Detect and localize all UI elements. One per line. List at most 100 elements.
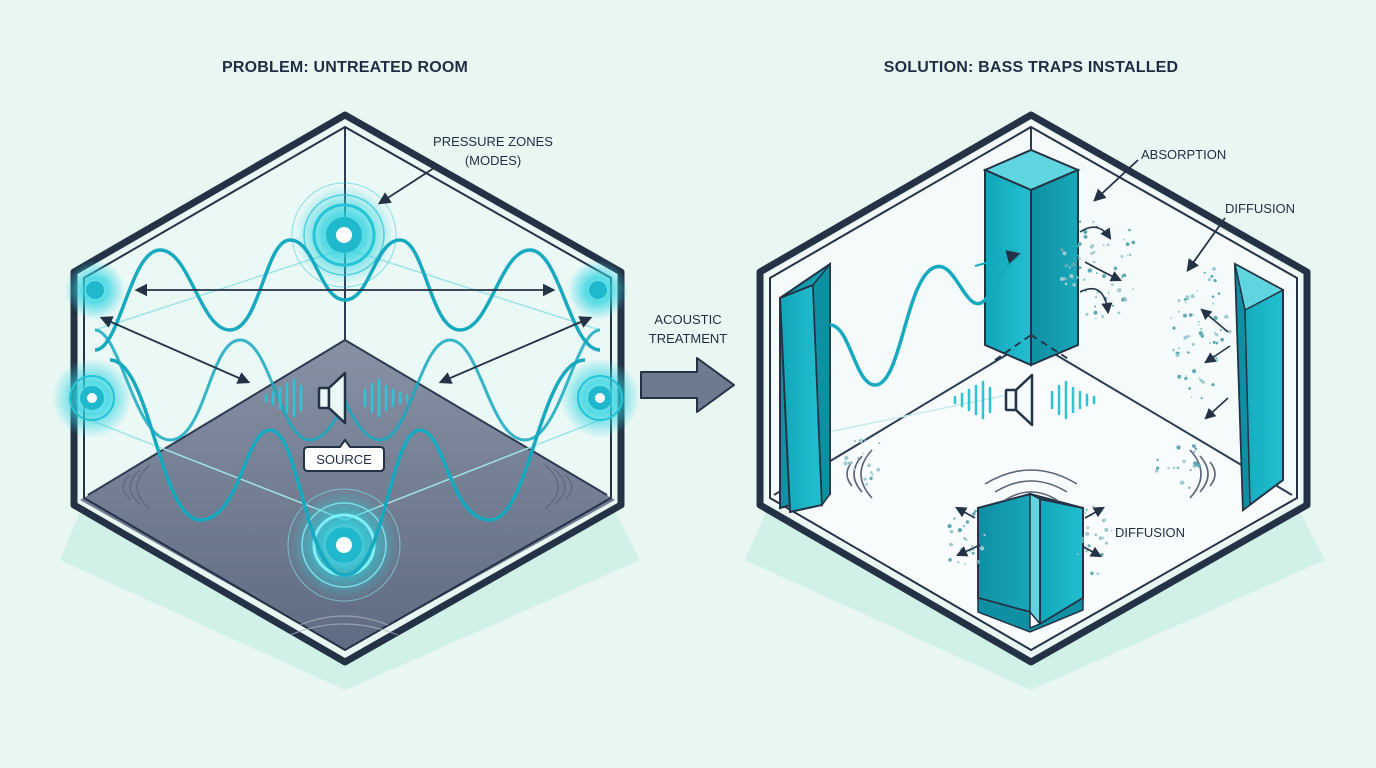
diffusion-particle [1100, 553, 1103, 556]
diffusion-particle [1081, 540, 1084, 543]
diffusion-particle [1079, 221, 1081, 223]
diffusion-particle [972, 552, 975, 555]
diffusion-particle [857, 458, 859, 460]
diffusion-particle [948, 558, 952, 562]
diffusion-particle [1177, 375, 1181, 379]
diffusion-particle [864, 439, 866, 441]
diffusion-particle [1094, 533, 1097, 536]
diffusion-particle [879, 442, 881, 444]
diffusion-particle [1069, 267, 1071, 269]
diffusion-particle [983, 534, 985, 536]
diffusion-particle [971, 545, 973, 547]
diffusion-particle [1199, 377, 1201, 379]
diffusion-particle [1108, 302, 1110, 304]
diffusion-label-bottom: DIFFUSION [1115, 525, 1185, 540]
diffusion-particle [1078, 242, 1082, 246]
diffusion-particle [870, 471, 873, 474]
diffusion-particle [1103, 273, 1105, 275]
diffusion-particle [1227, 316, 1229, 318]
diffusion-label-top: DIFFUSION [1225, 201, 1295, 216]
diffusion-particle [1097, 572, 1100, 575]
diffusion-particle [1185, 295, 1189, 299]
diffusion-particle [1121, 298, 1124, 301]
problem-room: SOURCE PRESSURE ZONES (MODES) [52, 115, 640, 690]
diffusion-particle [1085, 509, 1087, 511]
diffusion-particle [1060, 277, 1064, 281]
diffusion-particle [1092, 506, 1094, 508]
pressure-zone-right-top [568, 260, 628, 320]
diffusion-particle [1105, 542, 1108, 545]
diffusion-particle [1156, 459, 1158, 461]
diffusion-particle [974, 510, 977, 513]
diffusion-particle [972, 512, 976, 516]
diffusion-particle [980, 546, 984, 550]
diffusion-particle [1187, 351, 1189, 353]
diffusion-particle [1172, 327, 1175, 330]
diffusion-particle [966, 539, 968, 541]
diffusion-particle [1192, 369, 1196, 373]
diffusion-particle [1189, 313, 1193, 317]
diffusion-particle [963, 537, 965, 539]
diffusion-particle [1128, 229, 1131, 232]
solution-title: SOLUTION: BASS TRAPS INSTALLED [884, 59, 1179, 76]
bass-trap-center [985, 150, 1078, 365]
diffusion-particle [864, 478, 867, 481]
problem-title: PROBLEM: UNTREATED ROOM [222, 59, 468, 76]
diffusion-particle [1084, 511, 1086, 513]
diffusion-particle [1079, 266, 1082, 269]
diffusion-particle [1182, 460, 1185, 463]
diffusion-particle [1072, 283, 1075, 286]
diffusion-particle [877, 468, 881, 472]
diffusion-particle [1190, 469, 1192, 471]
diffusion-particle [843, 461, 847, 465]
diffusion-particle [867, 463, 871, 467]
diffusion-particle [1184, 377, 1187, 380]
diffusion-particle [1170, 317, 1172, 319]
diffusion-particle [1065, 264, 1069, 268]
diffusion-particle [1107, 243, 1110, 246]
diffusion-particle [1093, 261, 1096, 264]
diffusion-particle [1073, 258, 1075, 260]
diffusion-particle [1090, 245, 1093, 248]
diffusion-particle [1176, 353, 1180, 357]
diffusion-particle [1195, 447, 1198, 450]
diffusion-particle [1220, 338, 1224, 342]
diffusion-particle [853, 468, 855, 470]
pressure-zones-label: PRESSURE ZONES [433, 134, 553, 149]
diffusion-particle [1214, 332, 1216, 334]
diffusion-particle [1077, 553, 1079, 555]
diffusion-particle [960, 548, 964, 552]
diffusion-particle [1201, 334, 1205, 338]
diffusion-particle [1192, 314, 1194, 316]
diffusion-particle [1191, 294, 1195, 298]
diffusion-particle [1192, 343, 1195, 346]
diffusion-particle [1218, 292, 1221, 295]
transition-label-line2: TREATMENT [649, 331, 728, 346]
diffusion-particle [1102, 537, 1104, 539]
source-text: SOURCE [316, 452, 372, 467]
diffusion-particle [1123, 239, 1125, 241]
diffusion-particle [1188, 487, 1190, 489]
diffusion-particle [1076, 245, 1078, 247]
diffusion-particle [862, 453, 864, 455]
diffusion-particle [1200, 328, 1202, 330]
diffusion-particle [869, 477, 872, 480]
diffusion-particle [1132, 241, 1136, 245]
diffusion-particle [1178, 347, 1180, 349]
diffusion-particle [1186, 375, 1188, 377]
diffusion-particle [1211, 383, 1214, 386]
diffusion-particle [1066, 278, 1069, 281]
diffusion-particle [1180, 481, 1184, 485]
diffusion-particle [1063, 251, 1067, 255]
diffusion-particle [1212, 295, 1215, 298]
diffusion-particle [1094, 311, 1098, 315]
diffusion-particle [1060, 248, 1063, 251]
diffusion-particle [1088, 544, 1091, 547]
pressure-zone-left-top [65, 260, 125, 320]
diffusion-particle [1103, 244, 1105, 246]
diffusion-particle [1084, 235, 1088, 239]
diffusion-particle [1183, 336, 1187, 340]
solution-room: ABSORPTION DIFFUSION DIFFUSION [745, 115, 1325, 690]
diffusion-particle [1094, 306, 1096, 308]
